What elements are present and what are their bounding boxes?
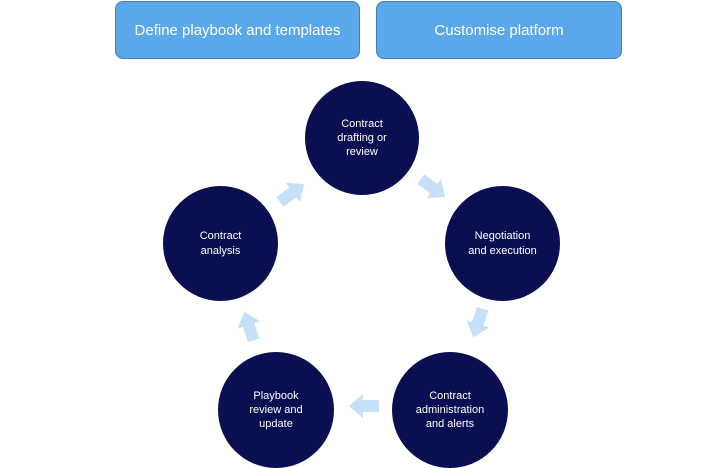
customise-platform-label: Customise platform	[434, 21, 564, 39]
step-contract-administration-label: Contract administration and alerts	[415, 389, 485, 431]
step-playbook-review: Playbook review and update	[218, 352, 334, 468]
customise-platform-box: Customise platform	[376, 1, 622, 59]
step-contract-analysis: Contract analysis	[163, 186, 278, 301]
arrow-playbook-to-analysis	[233, 308, 265, 344]
step-contract-administration: Contract administration and alerts	[392, 352, 508, 468]
step-negotiation: Negotiation and execution	[445, 186, 560, 301]
define-playbook-label: Define playbook and templates	[134, 21, 341, 39]
step-playbook-review-label: Playbook review and update	[249, 389, 303, 431]
arrow-analysis-to-drafting	[273, 174, 311, 211]
step-contract-drafting-label: Contract drafting or review	[337, 117, 387, 159]
step-contract-analysis-label: Contract analysis	[199, 230, 242, 257]
arrow-drafting-to-negotiation	[414, 169, 452, 206]
define-playbook-box: Define playbook and templates	[115, 1, 360, 59]
step-contract-drafting: Contract drafting or review	[305, 81, 419, 195]
step-negotiation-label: Negotiation and execution	[468, 230, 537, 257]
arrow-negotiation-to-administration	[462, 305, 494, 341]
arrow-administration-to-playbook	[349, 394, 379, 418]
